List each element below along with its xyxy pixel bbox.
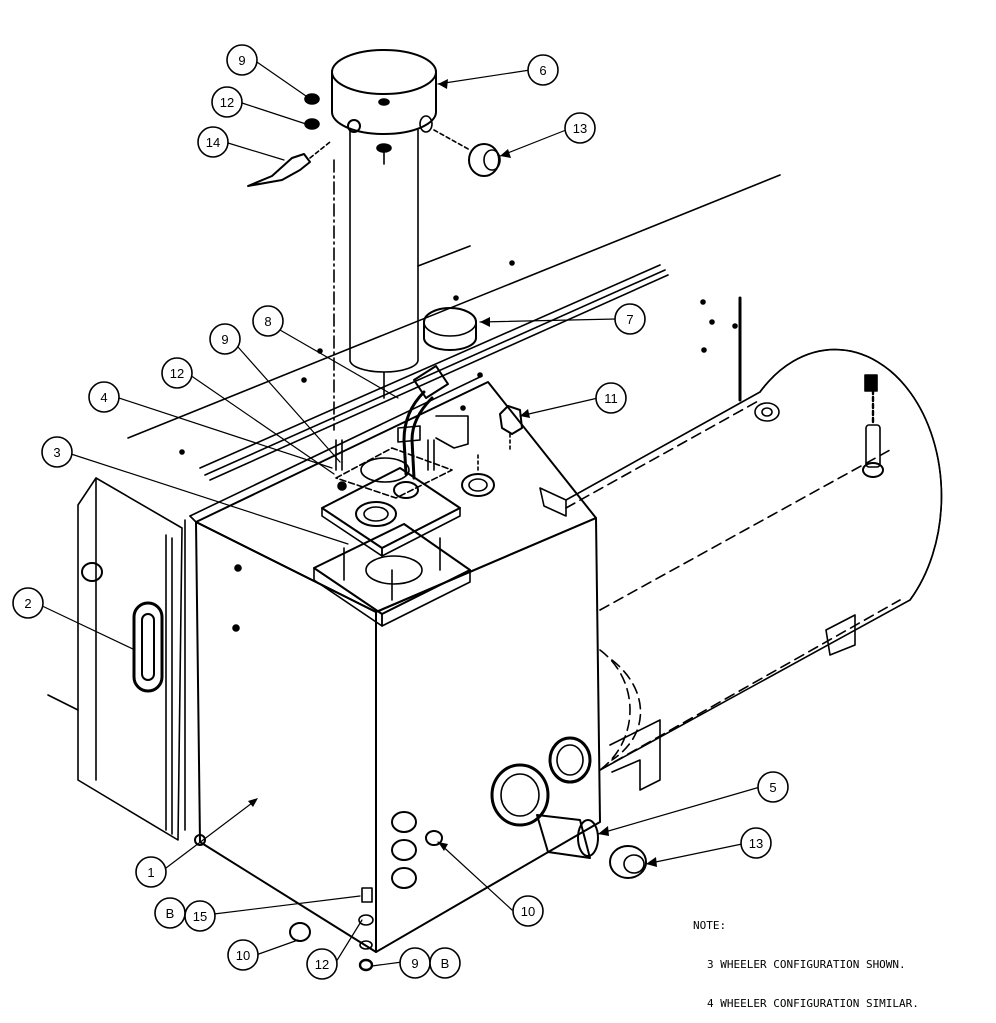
callout-15: 15 [184, 900, 216, 932]
leader-lines [38, 60, 760, 966]
callout-10-left: 10 [227, 939, 259, 971]
callout-9-mid-label: 9 [221, 332, 228, 347]
callout-11-label: 11 [604, 391, 618, 406]
callout-10-left-label: 10 [236, 948, 250, 963]
callout-12-top-label: 12 [220, 95, 234, 110]
door-panel [78, 478, 182, 840]
callout-8-label: 8 [264, 314, 271, 329]
callout-5-label: 5 [769, 780, 776, 795]
note-line-1: 3 WHEELER CONFIGURATION SHOWN. [707, 958, 906, 971]
callout-8: 8 [252, 305, 284, 337]
callout-12-mid: 12 [161, 357, 193, 389]
callout-3-label: 3 [53, 445, 60, 460]
callout-14-label: 14 [206, 135, 220, 150]
callout-B-right: B [429, 947, 461, 979]
exploded-parts-diagram: 1 2 3 4 5 6 7 8 9 9 9 10 [12, 44, 996, 980]
callout-3: 3 [41, 436, 73, 468]
callout-12-bottom: 12 [306, 948, 338, 980]
callout-1: 1 [135, 856, 167, 888]
callout-7: 7 [614, 303, 646, 335]
callout-9-top: 9 [226, 44, 258, 76]
callout-12-top: 12 [211, 86, 243, 118]
callout-13-top-label: 13 [573, 121, 587, 136]
callout-9-top-label: 9 [238, 53, 245, 68]
mounting-plates [314, 366, 470, 626]
callout-12-mid-label: 12 [170, 366, 184, 381]
callout-9-bottom-label: 9 [411, 956, 418, 971]
breather-cap [424, 295, 476, 350]
callout-2-label: 2 [24, 596, 31, 611]
callout-B-left-label: B [166, 906, 175, 921]
callout-6: 6 [527, 54, 559, 86]
note-heading: NOTE: [693, 919, 727, 932]
callout-B-right-label: B [441, 956, 450, 971]
callout-5: 5 [757, 771, 789, 803]
callout-2: 2 [12, 587, 44, 619]
callout-13-bottom: 13 [740, 827, 772, 859]
callout-4-label: 4 [100, 390, 107, 405]
tank-brackets [436, 416, 566, 516]
callout-6-label: 6 [539, 63, 546, 78]
callout-7-label: 7 [626, 312, 633, 327]
fuel-tank [566, 350, 941, 790]
callout-15-label: 15 [193, 909, 207, 924]
callout-10-right-label: 10 [521, 904, 535, 919]
callout-13-top: 13 [564, 112, 596, 144]
callout-11: 11 [595, 382, 627, 414]
callout-10-right: 10 [512, 895, 544, 927]
callout-1-label: 1 [147, 865, 154, 880]
drain-plug [462, 406, 522, 496]
callout-9-bottom: 9 [399, 947, 431, 979]
configuration-note: NOTE: 3 WHEELER CONFIGURATION SHOWN. 4 W… [693, 893, 919, 1023]
callout-12-bottom-label: 12 [315, 957, 329, 972]
callout-13-bottom-label: 13 [749, 836, 763, 851]
hydraulic-reservoir [185, 376, 646, 970]
callout-4: 4 [88, 381, 120, 413]
callout-14: 14 [197, 126, 229, 158]
return-filter [248, 50, 500, 430]
note-line-2: 4 WHEELER CONFIGURATION SIMILAR. [707, 997, 919, 1010]
callout-9-mid: 9 [209, 323, 241, 355]
callout-B-left: B [154, 897, 186, 929]
